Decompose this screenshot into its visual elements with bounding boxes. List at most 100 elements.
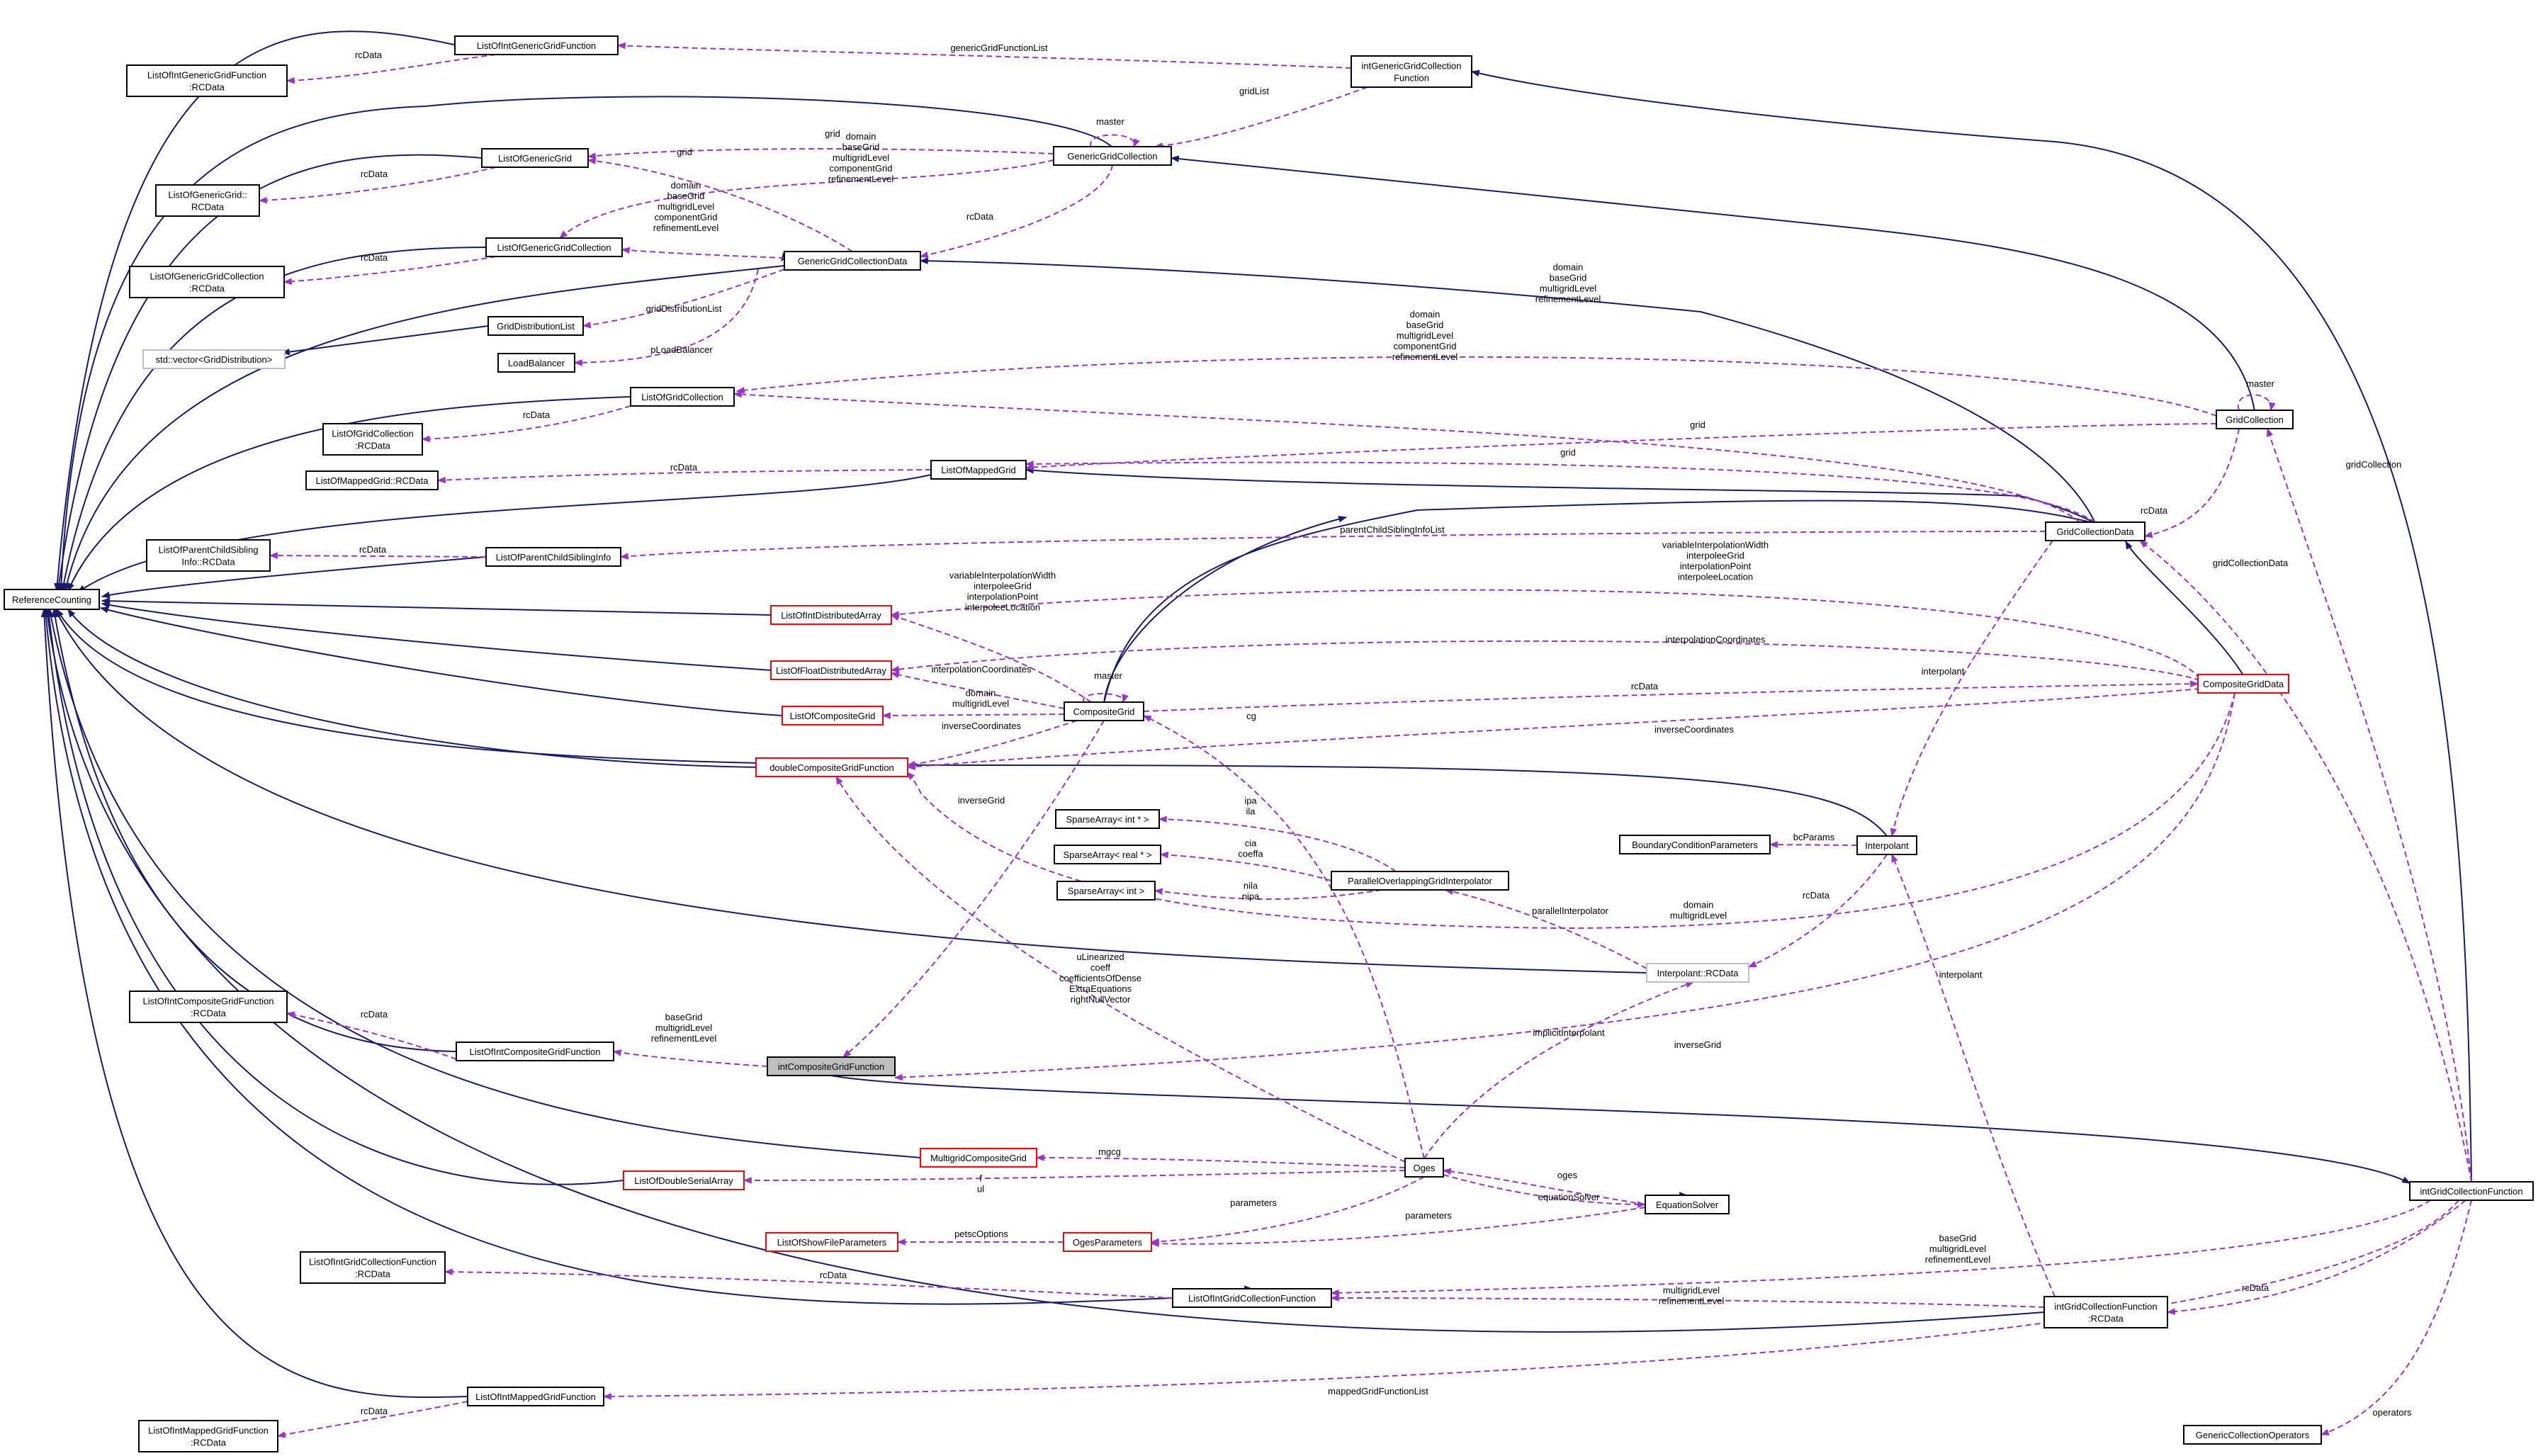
class-node[interactable]: ListOfIntGenericGridFunction xyxy=(454,35,619,55)
class-node[interactable]: doubleCompositeGridFunction xyxy=(755,757,908,777)
class-node[interactable]: GenericGridCollectionData xyxy=(784,251,921,271)
usage-edge: master xyxy=(2237,378,2276,412)
edge-line xyxy=(587,157,853,252)
edge-line xyxy=(616,42,1352,69)
inheritance-edge xyxy=(67,396,631,592)
class-name: :RCData xyxy=(355,1269,391,1280)
class-node[interactable]: ListOfShowFileParameters xyxy=(765,1232,898,1252)
class-node[interactable]: ListOfGenericGridCollection:RCData xyxy=(129,266,285,298)
edge-label: parentChildSiblingInfoList xyxy=(1340,524,1445,535)
class-node[interactable]: GenericGridCollection xyxy=(1053,146,1172,166)
class-node[interactable]: GridDistributionList xyxy=(487,316,584,336)
class-node[interactable]: OgesParameters xyxy=(1063,1232,1152,1252)
inheritance-edge xyxy=(1170,155,2255,412)
class-node[interactable]: Interpolant xyxy=(1856,835,1917,855)
class-node[interactable]: GridCollectionData xyxy=(2045,521,2146,541)
class-node[interactable]: LoadBalancer xyxy=(497,353,575,373)
class-node[interactable]: ListOfParentChildSiblingInfo::RCData xyxy=(146,539,271,572)
class-name: ListOfIntCompositeGridFunction xyxy=(470,1046,601,1057)
class-box xyxy=(1331,871,1509,891)
edge-label: refinementLevel xyxy=(653,222,719,233)
class-node[interactable]: ListOfGridCollection xyxy=(630,387,735,407)
class-name: GridDistributionList xyxy=(497,321,575,332)
usage-edge: parentChildSiblingInfoList xyxy=(619,524,2046,560)
edge-label: gridCollectionData xyxy=(2213,558,2289,568)
class-node[interactable]: ListOfDoubleSerialArray xyxy=(623,1170,745,1190)
inheritance-edge xyxy=(45,608,624,1185)
class-node[interactable]: ListOfIntMappedGridFunction xyxy=(467,1387,604,1406)
class-node[interactable]: MultigridCompositeGrid xyxy=(920,1148,1037,1168)
edge-label: rcData xyxy=(966,211,994,222)
class-node[interactable]: ListOfCompositeGrid xyxy=(782,706,884,726)
class-box xyxy=(770,660,892,680)
class-node[interactable]: ListOfGenericGrid xyxy=(481,148,589,168)
class-node[interactable]: ReferenceCounting xyxy=(4,589,100,610)
class-box xyxy=(1054,845,1161,864)
class-name: :RCData xyxy=(189,283,225,294)
class-node[interactable]: ListOfGenericGridCollection xyxy=(485,237,623,257)
class-name: ListOfGenericGridCollection xyxy=(497,242,611,253)
class-box xyxy=(1053,146,1172,166)
class-node[interactable]: SparseArray< int > xyxy=(1056,881,1156,901)
class-node[interactable]: Oges xyxy=(1404,1158,1444,1178)
class-node[interactable]: SparseArray< real * > xyxy=(1054,845,1161,864)
class-node[interactable]: ListOfIntCompositeGridFunction:RCData xyxy=(129,991,288,1023)
class-box xyxy=(1172,1288,1332,1308)
class-node[interactable]: GenericCollectionOperators xyxy=(2183,1425,2322,1445)
class-node[interactable]: ListOfGenericGrid::RCData xyxy=(155,184,260,217)
class-node[interactable]: EquationSolver xyxy=(1645,1195,1730,1214)
edge-line xyxy=(44,608,2045,1333)
class-node[interactable]: CompositeGridData xyxy=(2197,674,2289,694)
class-node[interactable]: ListOfIntDistributedArray xyxy=(770,605,892,625)
class-node[interactable]: ListOfIntMappedGridFunction:RCData xyxy=(138,1420,278,1452)
class-node[interactable]: ListOfParentChildSiblingInfo xyxy=(485,547,621,567)
class-node[interactable]: SparseArray< int * > xyxy=(1055,809,1160,829)
edge-line xyxy=(1103,500,2091,704)
edge-line xyxy=(1083,693,1129,704)
class-node[interactable]: Interpolant::RCData xyxy=(1646,963,1749,983)
class-box xyxy=(467,1387,604,1406)
class-name: SparseArray< real * > xyxy=(1063,850,1151,860)
edge-label: cg xyxy=(1246,711,1256,721)
inheritance-edge xyxy=(77,474,932,593)
class-node[interactable]: GridCollection xyxy=(2216,410,2294,429)
edge-label: baseGrid xyxy=(665,1012,703,1022)
class-name: :RCData xyxy=(191,1008,227,1019)
class-node[interactable]: ListOfIntCompositeGridFunction xyxy=(456,1042,614,1061)
class-node[interactable]: ListOfGridCollection:RCData xyxy=(322,423,423,456)
edge-line xyxy=(733,390,2080,523)
class-node[interactable]: ListOfMappedGrid xyxy=(930,460,1027,480)
class-node[interactable]: ListOfMappedGrid::RCData xyxy=(305,470,439,490)
class-node[interactable]: ListOfIntGridCollectionFunction xyxy=(1172,1288,1332,1308)
class-node[interactable]: ListOfIntGridCollectionFunction:RCData xyxy=(300,1251,446,1284)
edge-line xyxy=(1890,540,2053,837)
edge-line xyxy=(587,148,1054,159)
class-name: std::vector<GridDistribution> xyxy=(156,354,273,365)
class-node[interactable]: intGridCollectionFunction xyxy=(2409,1181,2534,1201)
class-node[interactable]: intGridCollectionFunction:RCData xyxy=(2043,1296,2168,1328)
edge-label: nila xyxy=(1244,881,1258,891)
edge-line xyxy=(1442,1168,1646,1205)
class-node[interactable]: ParallelOverlappingGridInterpolator xyxy=(1331,871,1509,891)
class-node[interactable]: CompositeGrid xyxy=(1064,701,1144,721)
class-node[interactable]: ListOfFloatDistributedArray xyxy=(770,660,892,680)
class-name: CompositeGridData xyxy=(2203,679,2284,689)
class-node[interactable]: ListOfIntGenericGridFunction:RCData xyxy=(126,64,288,97)
usage-edge: gridList xyxy=(1154,86,1368,149)
edge-label: mgcg xyxy=(1098,1146,1121,1157)
edge-label: multigridLevel xyxy=(1670,910,1727,921)
class-box xyxy=(765,1232,898,1252)
class-name: ListOfFloatDistributedArray xyxy=(776,665,887,676)
class-node[interactable]: intCompositeGridFunction xyxy=(767,1056,896,1076)
usage-edge: inverseCoordinates xyxy=(906,720,1078,768)
class-node[interactable]: BoundaryConditionParameters xyxy=(1619,835,1771,854)
edge-label: rightNullVector xyxy=(1071,994,1131,1005)
class-node[interactable]: std::vector<GridDistribution> xyxy=(142,349,286,369)
edge-line xyxy=(444,1268,1173,1299)
class-name: OgesParameters xyxy=(1073,1237,1143,1248)
edge-label: multigridLevel xyxy=(655,1022,712,1033)
edge-line xyxy=(890,589,2201,679)
